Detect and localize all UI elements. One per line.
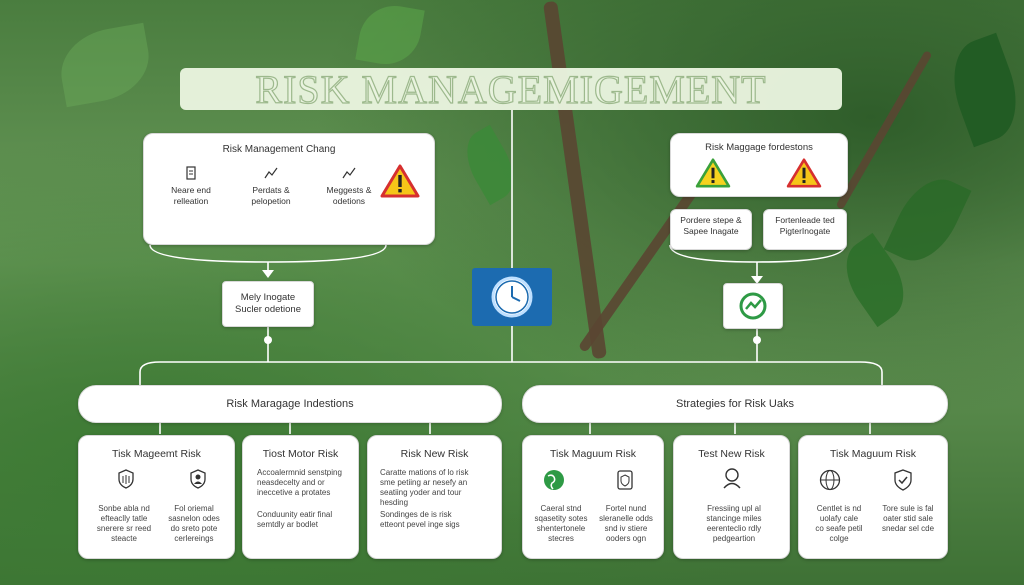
mid-right-node [723,283,783,329]
risk-card: Test New Risk Fressiing upl al stancinge… [673,435,790,559]
forecast-item: Pordere stepe & Sapee Inagate [670,209,752,250]
chart-icon [264,166,278,180]
card-title: Tiost Motor Risk [243,448,358,460]
shield-grid-icon [117,469,135,489]
card-title: Tisk Maguum Risk [799,448,947,460]
risk-card: Risk New Risk Caratte mations of lo risk… [367,435,502,559]
panel-item-label: Meggests & odetions [314,185,384,207]
card-text: Conduunity eatir final semtdly ar bodlet [257,510,353,530]
card-text: Accoalermnid senstping neasdecelty and o… [257,468,353,498]
card-text: Tore sule is fal oater stid sale snedar … [875,504,941,534]
panel-item-label: Neare end relleation [156,185,226,207]
card-text: Fol oriemal sasnelon odes do sreto pote … [161,504,227,544]
risk-card: Tisk Maguum Risk Centlet is nd uolafy ca… [798,435,948,559]
page-title: RISK MANAGEMIGEMENT [180,68,842,110]
document-icon [184,166,198,180]
globe-icon [543,469,565,491]
forecast-item: Fortenleade ted PigterInogate [763,209,847,250]
clock-icon [489,274,535,320]
panel-heading: Risk Maggage fordestons [671,142,847,153]
document-shield-icon [615,469,635,491]
panel-item: Meggests & odetions [314,166,384,207]
card-text: Sonbe abla nd efteaclly tatle snerere sr… [91,504,157,544]
card-title: Test New Risk [674,448,789,460]
card-text: Centlet is nd uolafy cale co seafe petil… [807,504,871,544]
panel-item: Perdats & pelopetion [236,166,306,207]
chart-icon [342,166,356,180]
clock-node [472,268,552,326]
risk-card: Tisk Mageemt Risk Sonbe abla nd efteacll… [78,435,235,559]
panel-item-label: Perdats & pelopetion [236,185,306,207]
globe-icon [819,469,841,491]
recycle-growth-icon [738,291,768,321]
warning-icon [380,164,420,203]
card-text: Sondinges de is risk etteont pevel inge … [380,510,496,530]
risk-forecast-panel: Risk Maggage fordestons [670,133,848,197]
panel-item: Neare end relleation [156,166,226,207]
risk-card: Tiost Motor Risk Accoalermnid senstping … [242,435,359,559]
risk-indications-pill: Risk Maragage Indestions [78,385,502,423]
person-shield-icon [189,469,207,489]
person-icon [721,467,743,489]
card-title: Tisk Maguum Risk [523,448,663,460]
warning-icon [695,158,731,193]
card-text: Caratte mations of lo risk sme petiing a… [380,468,496,508]
mid-left-node: Mely Inogate Sucler odetione [222,281,314,327]
card-title: Tisk Mageemt Risk [79,448,234,460]
panel-heading: Risk Management Chang [144,144,414,155]
card-title: Risk New Risk [368,448,501,460]
shield-check-icon [893,469,913,491]
card-text: Fressiing upl al stancinge miles eerente… [688,504,780,544]
risk-card: Tisk Maguum Risk Caeral stnd sqasetity s… [522,435,664,559]
risk-change-panel: Risk Management Chang Neare end relleati… [143,133,435,245]
warning-icon [786,158,822,193]
risk-strategies-pill: Strategies for Risk Uaks [522,385,948,423]
card-text: Fortel nund sleranelle odds snd iv stier… [595,504,657,544]
card-text: Caeral stnd sqasetity sotes shentertonel… [531,504,591,544]
